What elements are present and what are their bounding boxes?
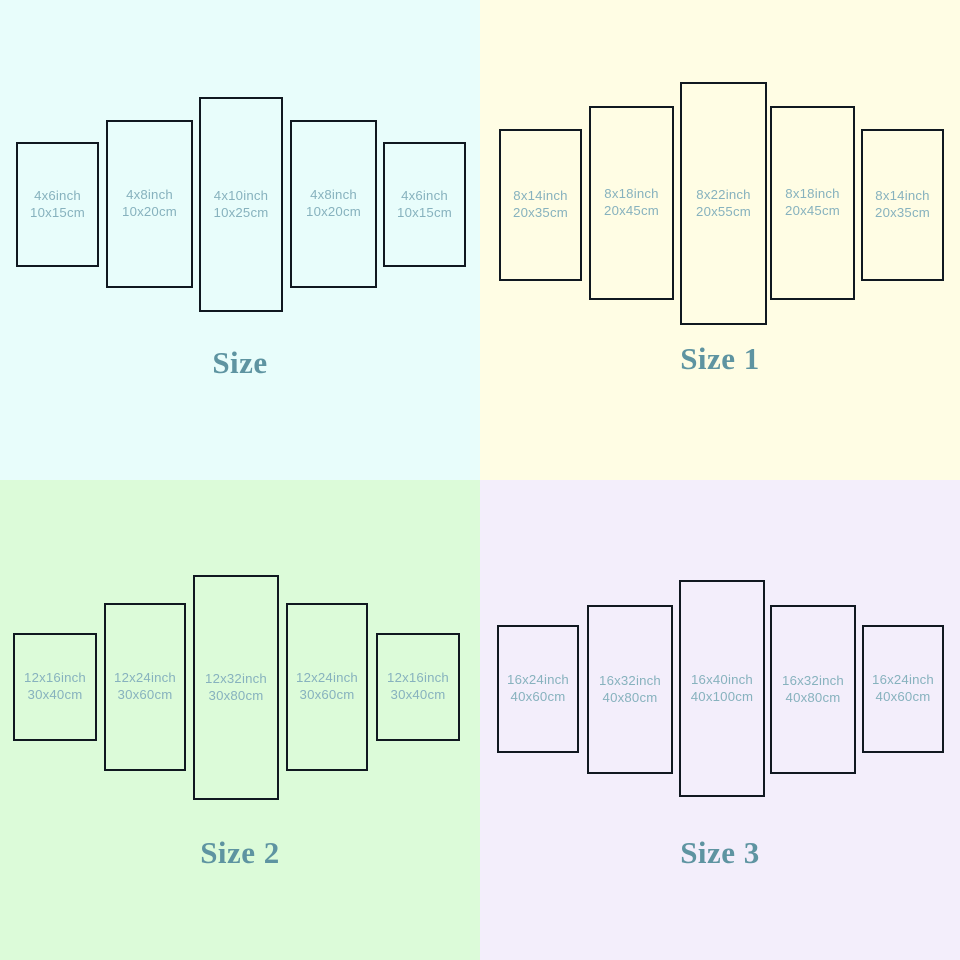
panel-size-inch: 12x16inch bbox=[387, 670, 449, 686]
panel-size-cm: 30x40cm bbox=[390, 687, 446, 702]
panel-size-cm: 30x60cm bbox=[299, 687, 355, 702]
panel-size-cm: 40x80cm bbox=[785, 689, 841, 705]
panel-size-inch: 4x10inch bbox=[213, 187, 269, 203]
panel-size-inch: 8x14inch bbox=[875, 188, 930, 204]
panel-size-cm: 10x20cm bbox=[306, 204, 361, 219]
panel-size-inch: 12x24inch bbox=[114, 670, 176, 686]
panel-size-inch: 4x8inch bbox=[310, 187, 357, 203]
panel-size-cm: 40x60cm bbox=[875, 689, 931, 704]
panel-size-cm: 10x15cm bbox=[397, 204, 452, 220]
panel-size-cm: 10x25cm bbox=[213, 204, 269, 220]
panel-size-inch: 16x24inch bbox=[507, 672, 569, 688]
panel-size-inch: 8x14inch bbox=[513, 188, 568, 204]
panel-size-inch: 12x16inch bbox=[24, 670, 86, 686]
panel-size-inch: 16x32inch bbox=[599, 672, 661, 688]
panel-size-cm: 20x55cm bbox=[696, 203, 751, 219]
quadrant-size-3-title: Size 3 bbox=[680, 835, 760, 870]
panel-size-cm: 30x80cm bbox=[208, 687, 264, 703]
panel-size-inch: 4x6inch bbox=[401, 187, 448, 203]
panel-size-cm: 20x35cm bbox=[875, 205, 930, 220]
panel-size-cm: 10x20cm bbox=[122, 204, 177, 219]
panel-size-inch: 4x6inch bbox=[34, 187, 81, 203]
panel-size-inch: 16x24inch bbox=[872, 672, 934, 688]
quadrant-size-title: Size bbox=[212, 345, 268, 380]
panel-size-cm: 20x45cm bbox=[604, 203, 659, 218]
panel-size-cm: 30x40cm bbox=[27, 687, 83, 702]
panel-size-inch: 16x40inch bbox=[691, 671, 753, 687]
panel-size-cm: 10x15cm bbox=[30, 204, 85, 220]
panel-size-inch: 12x32inch bbox=[205, 670, 267, 686]
panel-size-inch: 8x18inch bbox=[785, 186, 840, 202]
panel-size-cm: 40x60cm bbox=[510, 689, 566, 704]
panel-size-cm: 30x60cm bbox=[117, 687, 173, 702]
panel-size-inch: 4x8inch bbox=[126, 187, 173, 203]
panel-size-cm: 20x45cm bbox=[785, 203, 840, 218]
panel-size-cm: 40x100cm bbox=[690, 688, 754, 704]
panel-size-cm: 20x35cm bbox=[513, 205, 568, 220]
panel-size-inch: 8x22inch bbox=[696, 186, 751, 202]
panel-size-inch: 8x18inch bbox=[604, 186, 659, 202]
panel-size-inch: 12x24inch bbox=[296, 670, 358, 686]
panel-size-inch: 16x32inch bbox=[782, 672, 844, 688]
quadrant-size-1-title: Size 1 bbox=[680, 341, 760, 376]
panel-size-cm: 40x80cm bbox=[602, 689, 658, 705]
quadrant-size-2-title: Size 2 bbox=[200, 835, 280, 870]
